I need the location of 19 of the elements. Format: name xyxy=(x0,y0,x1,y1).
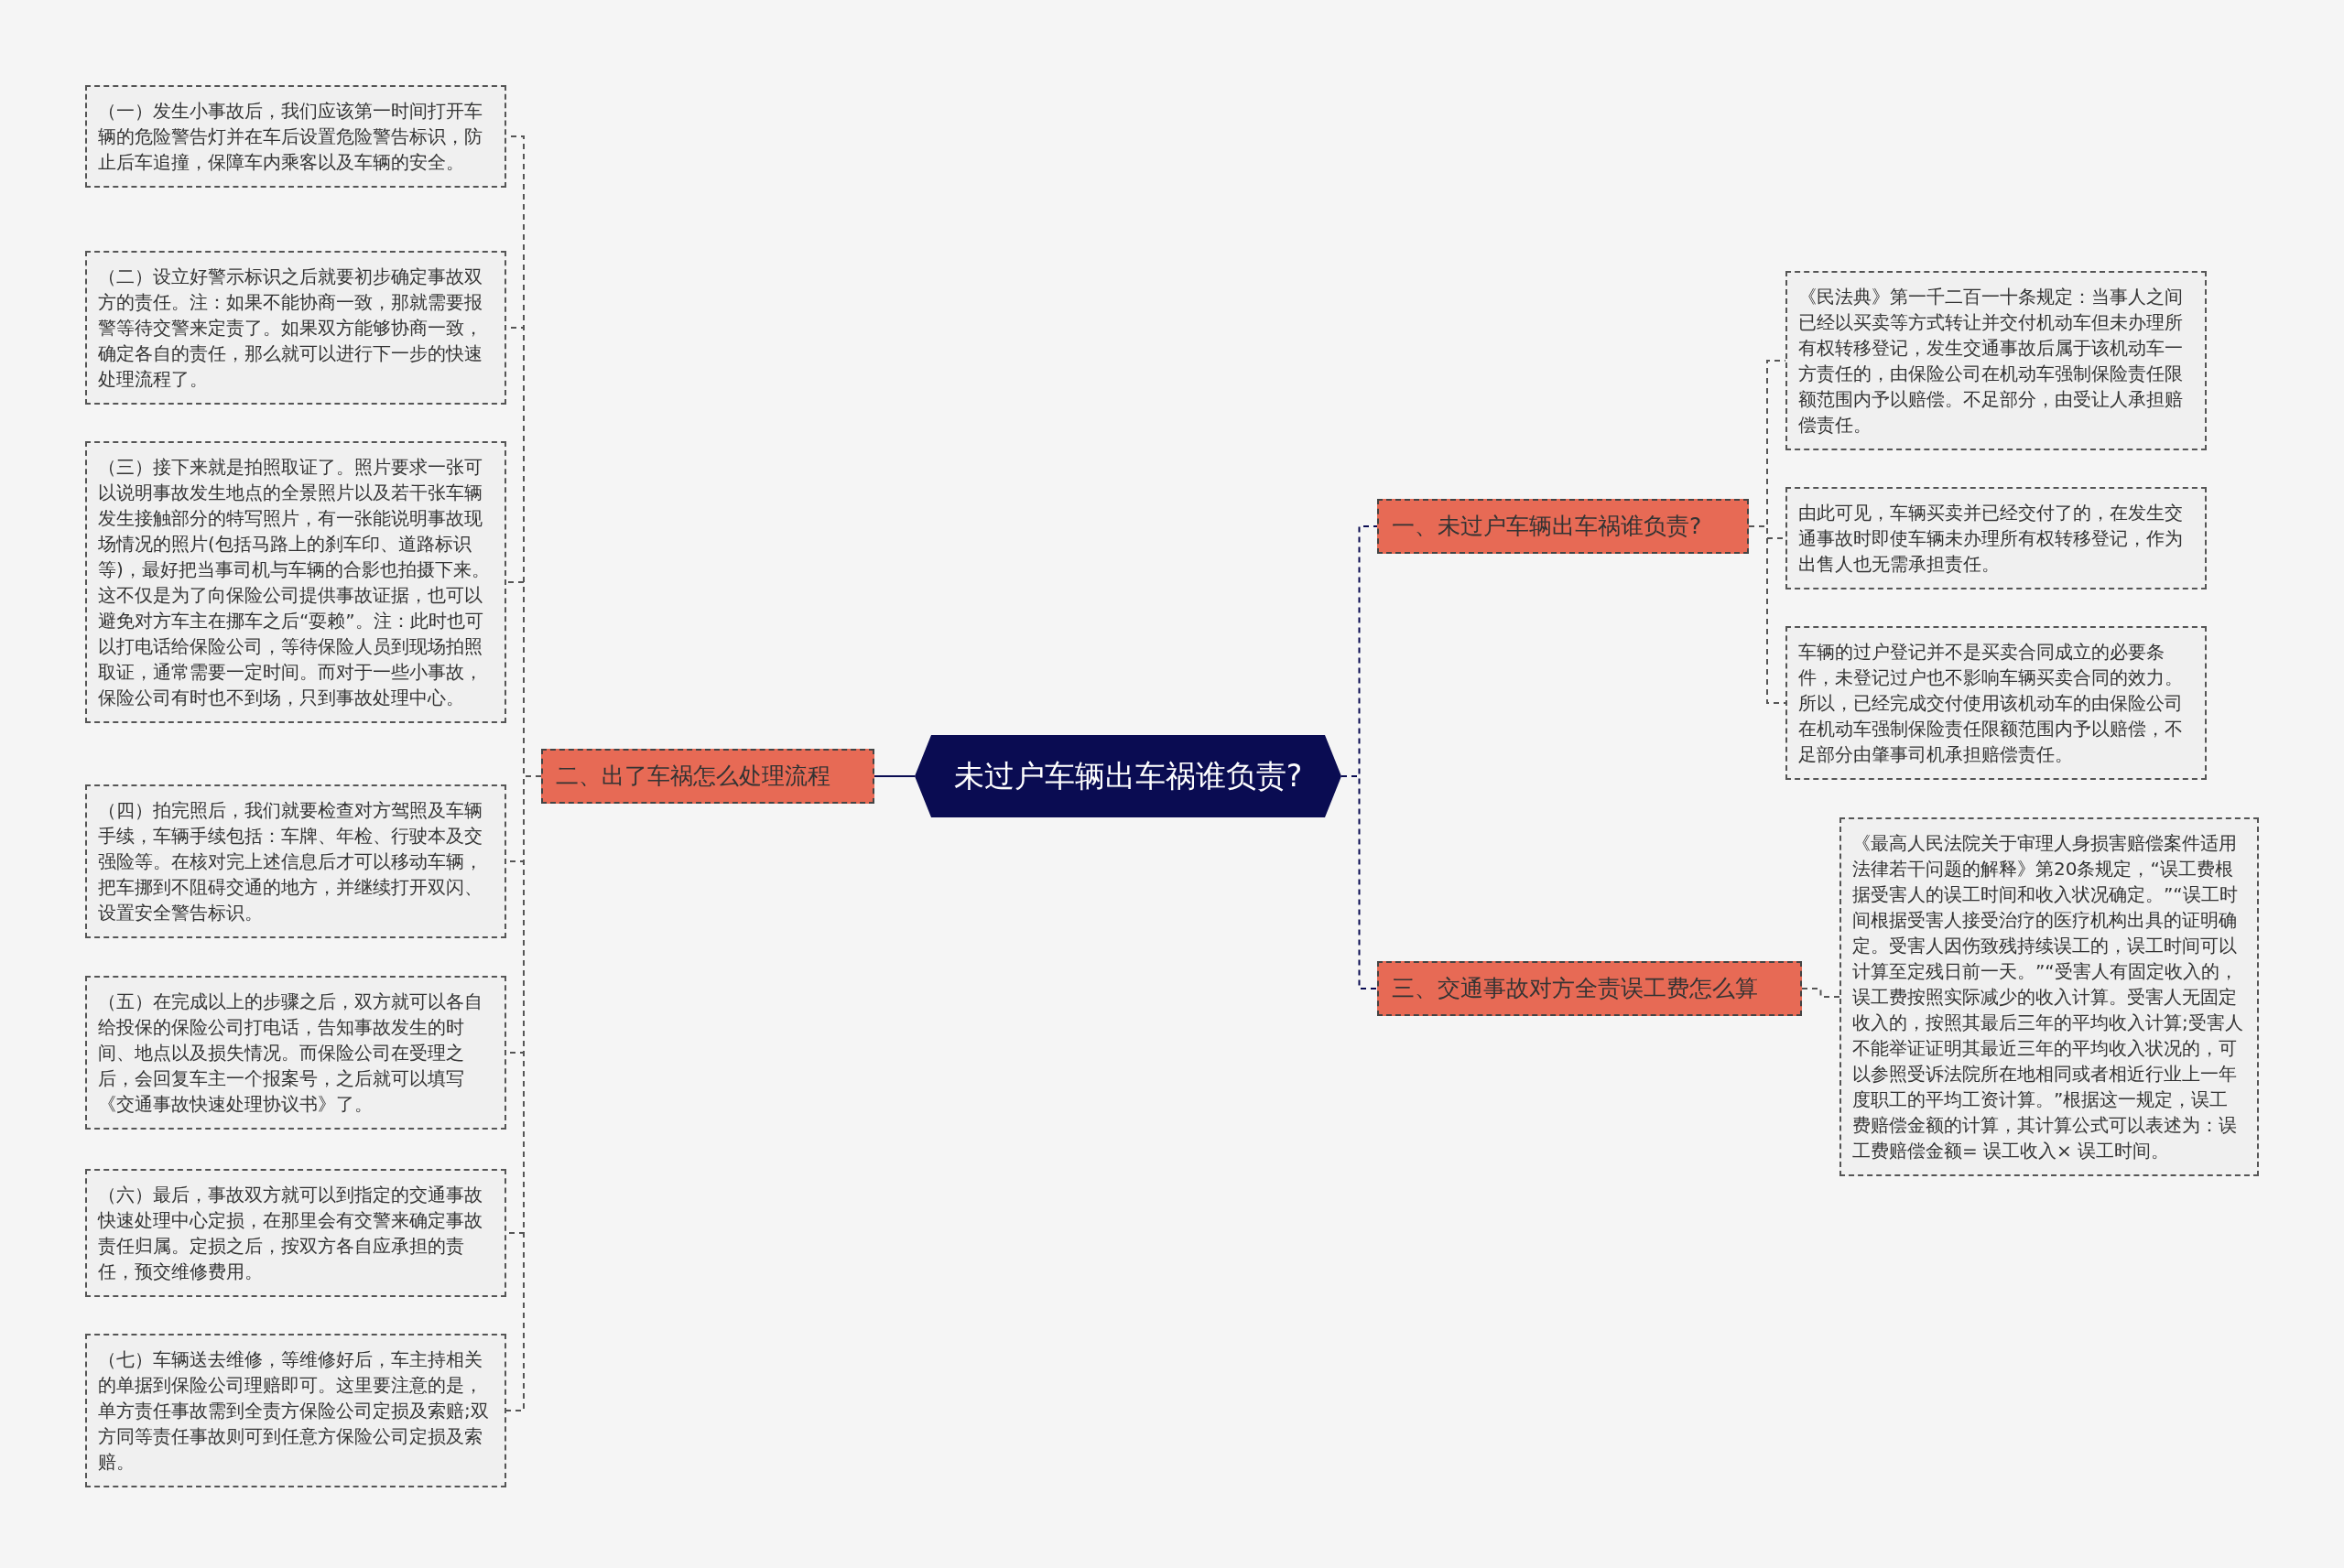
note-box: （六）最后，事故双方就可以到指定的交通事故快速处理中心定损，在那里会有交警来确定事故责任归属。定损之后，按双方各自应承担的责任，预交维修费用。 xyxy=(85,1169,506,1297)
connector-line xyxy=(1748,525,1786,704)
topic-box: 一、未过户车辆出车祸谁负责? xyxy=(1377,499,1749,554)
note-box: 《民法典》第一千二百一十条规定：当事人之间已经以买卖等方式转让并交付机动车但未办理所有权转移登记，发生交通事故后属于该机动车一方责任的，由保险公司在机动车强制保险责任限额范围内予以赔偿。不足部分，由受让人承担赔偿责任。 xyxy=(1785,271,2207,450)
connector-line xyxy=(874,775,916,777)
note-box: （五）在完成以上的步骤之后，双方就可以各自给投保的保险公司打电话，告知事故发生的时间、地点以及损失情况。而保险公司在受理之后，会回复车主一个报案号，之后就可以填写《交通事故快速处理协议书》了。 xyxy=(85,976,506,1130)
central-topic-hexagon: 未过户车辆出车祸谁负责? xyxy=(915,735,1341,817)
note-box: （二）设立好警示标识之后就要初步确定事故双方的责任。注：如果不能协商一致，那就需要报警等待交警来定责了。如果双方能够协商一致，确定各自的责任，那么就可以进行下一步的快速处理流程了。 xyxy=(85,251,506,405)
note-box: （四）拍完照后，我们就要检查对方驾照及车辆手续，车辆手续包括：车牌、年检、行驶本及交强险等。在核对完上述信息后才可以移动车辆，把车挪到不阻碍交通的地方，并继续打开双闪、设置安全警告标识。 xyxy=(85,784,506,938)
note-box: （三）接下来就是拍照取证了。照片要求一张可以说明事故发生地点的全景照片以及若干张车辆发生接触部分的特写照片，有一张能说明事故现场情况的照片(包括马路上的刹车印、道路标识等)，最好把当事司机与车辆的合影也拍摄下来。这不仅是为了向保险公司提供事故证据，也可以避免对方车主在挪车之后“耍赖”。注：此时也可以打电话给保险公司，等待保险人员到现场拍照取证，通常需要一定时间。而对于一些小事故，保险公司有时也不到场，只到事故处理中心。 xyxy=(85,441,506,723)
topic-box: 三、交通事故对方全责误工费怎么算 xyxy=(1377,961,1802,1016)
connector-line xyxy=(1340,775,1378,989)
connector-line xyxy=(1801,988,1840,998)
note-box: （七）车辆送去维修，等维修好后，车主持相关的单据到保险公司理赔即可。这里要注意的是，单方责任事故需到全责方保险公司定损及索赔;双方同等责任事故则可到任意方保险公司定损及索赔。 xyxy=(85,1334,506,1487)
note-box: 由此可见，车辆买卖并已经交付了的，在发生交通事故时即使车辆未办理所有权转移登记，作为出售人也无需承担责任。 xyxy=(1785,487,2207,589)
topic-box: 二、出了车祸怎么处理流程 xyxy=(541,749,874,804)
note-box: 车辆的过户登记并不是买卖合同成立的必要条件，未登记过户也不影响车辆买卖合同的效力。所以，已经完成交付使用该机动车的由保险公司在机动车强制保险责任限额范围内予以赔偿，不足部分由肇事司机承担赔偿责任。 xyxy=(1785,626,2207,780)
note-box: （一）发生小事故后，我们应该第一时间打开车辆的危险警告灯并在车后设置危险警告标识，防止后车追撞，保障车内乘客以及车辆的安全。 xyxy=(85,85,506,188)
note-box: 《最高人民法院关于审理人身损害赔偿案件适用法律若干问题的解释》第20条规定，“误工费根据受害人的误工时间和收入状况确定。”“误工时间根据受害人接受治疗的医疗机构出具的证明确定。受害人因伤致残持续误工的，误工时间可以计算至定残日前一天。”“受害人有固定收入的，误工费按照实际减少的收入计算。受害人无固定收入的，按照其最后三年的平均收入计算;受害人不能举证证明其最近三年的平均收入状况的，可以参照受诉法院所在地相同或者相近行业上一年度职工的平均工资计算。”根据这一规定，误工费赔偿金额的计算，其计算公式可以表述为：误工费赔偿金额= 误工收入× 误工时间。 xyxy=(1839,817,2259,1176)
